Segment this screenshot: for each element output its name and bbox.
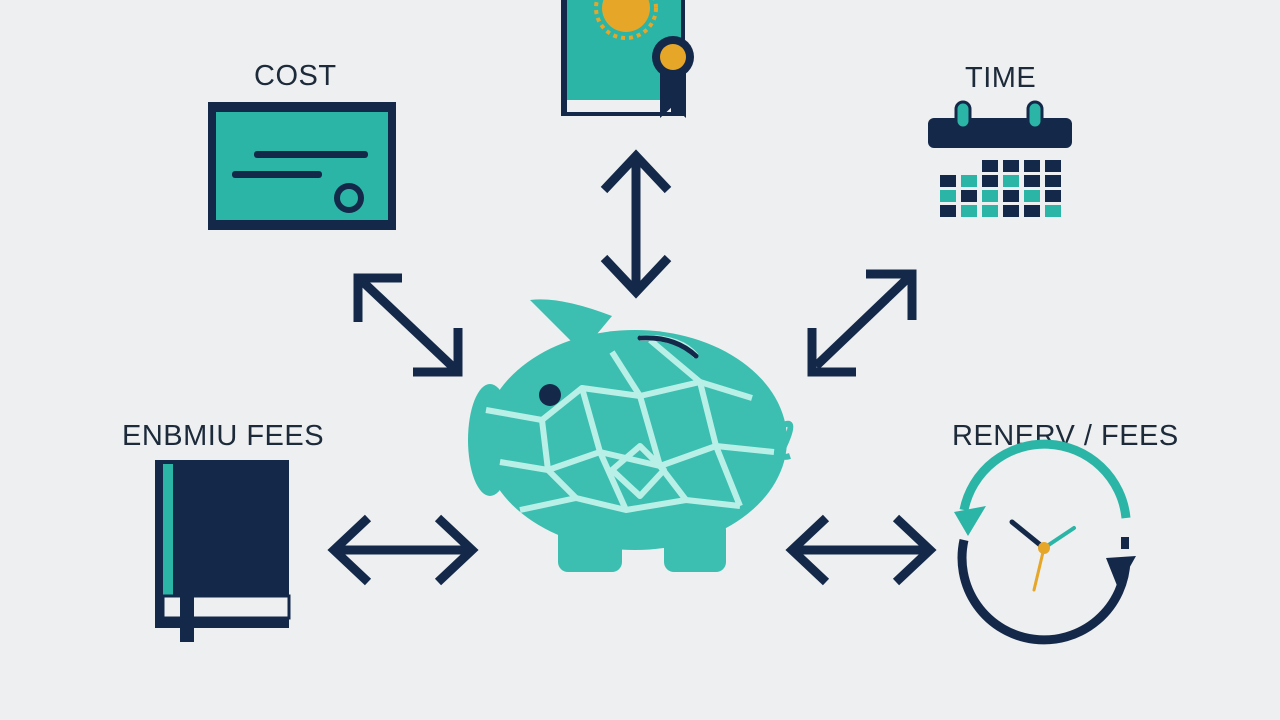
arrow-time [807,269,917,377]
arrow-left [327,514,479,586]
calendar-cell [1024,205,1040,217]
cost-label: COST [254,60,337,92]
calendar-cell [1045,190,1061,202]
piggy-bank-icon [468,299,794,572]
time-label: TIME [965,62,1037,94]
calendar-cell [961,175,977,187]
calendar-cell [982,205,998,217]
calendar-icon [928,100,1072,217]
diploma-book-icon [561,0,694,118]
calendar-cell [1003,190,1019,202]
left-fees-label: ENBMIU FEES [122,420,325,452]
calendar-cell [1045,160,1061,172]
calendar-cell [940,205,956,217]
arrow-right [785,514,937,586]
calendar-cell [961,190,977,202]
calendar-cell [940,175,956,187]
calendar-cell [961,205,977,217]
calendar-cell [940,190,956,202]
calendar-cell [982,190,998,202]
calendar-cell [1024,175,1040,187]
calendar-cell [1003,160,1019,172]
arrow-cost [353,273,463,377]
calendar-cell [982,175,998,187]
certificate-icon [208,102,396,230]
calendar-cell [1045,205,1061,217]
renewal-clock-icon [954,439,1136,645]
arrow-top [600,149,672,299]
calendar-cell [1024,160,1040,172]
calendar-cell [1003,175,1019,187]
calendar-cell [1003,205,1019,217]
calendar-cell [1045,175,1061,187]
calendar-cell [982,160,998,172]
book-icon [155,460,291,642]
calendar-cell [1024,190,1040,202]
